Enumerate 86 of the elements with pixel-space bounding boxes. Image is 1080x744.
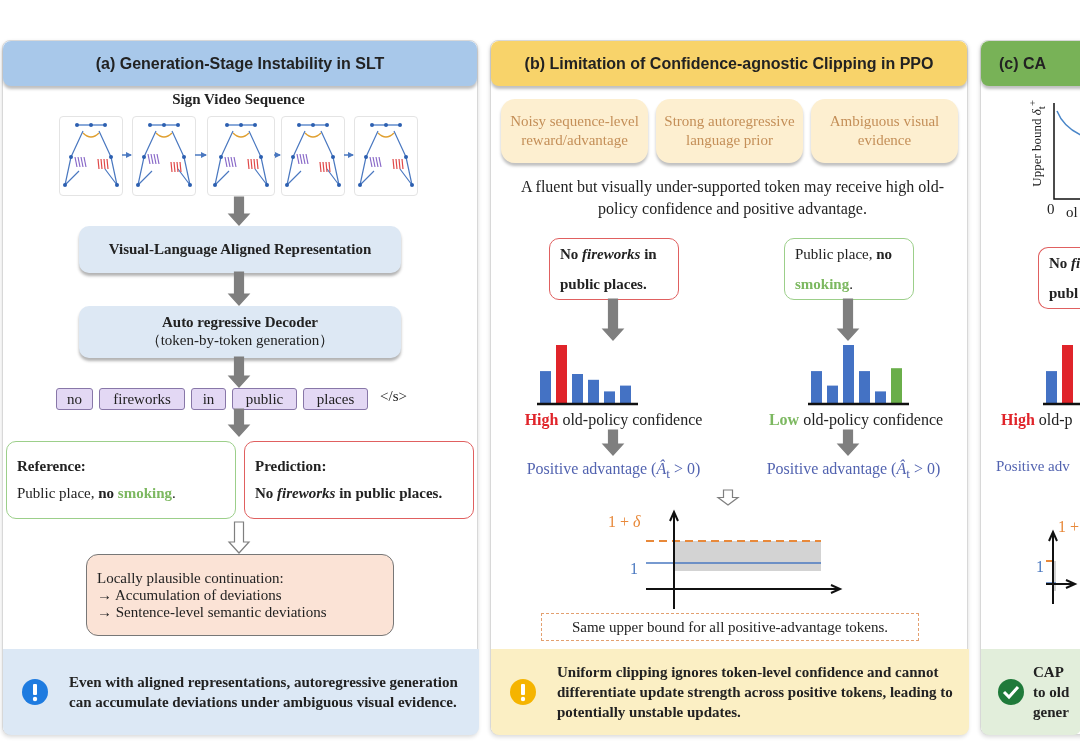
box-text: Public place, no smoking. xyxy=(795,245,894,294)
panel-card xyxy=(2,40,478,735)
advantage-text: Positive advantage (Â$_{t}$ > 0) xyxy=(506,456,721,482)
arrow xyxy=(227,521,251,554)
box-text: No fi publ xyxy=(1049,254,1080,303)
box-text: fireworks xyxy=(113,390,171,408)
callout-box xyxy=(541,613,919,641)
box-text: Strong autoregressive language prior xyxy=(663,111,796,150)
note-panel xyxy=(3,649,479,735)
panel-card xyxy=(980,40,1080,735)
arrow xyxy=(121,152,132,158)
factor-box xyxy=(656,99,803,163)
arrow xyxy=(601,429,625,456)
reference-box xyxy=(6,441,236,519)
arrow xyxy=(273,152,281,158)
box-text: Visual-Language Aligned Representation xyxy=(108,241,372,258)
arrow xyxy=(227,356,251,388)
box-text: → Accumulation of deviations xyxy=(97,586,282,604)
pose-frame-drawing xyxy=(281,116,345,196)
arrow xyxy=(716,489,740,506)
chart-caption: High old-policy confidence xyxy=(523,411,704,429)
axis-value: 1 + δ xyxy=(608,513,641,531)
axis-value: 1 + xyxy=(1058,518,1080,536)
axis-value: 1 xyxy=(630,560,638,578)
token-chip xyxy=(191,388,226,410)
box-heading: Prediction: xyxy=(255,458,327,475)
box-text: No fireworks in public places. xyxy=(255,485,443,502)
note-text: Even with aligned representations, autoregressive generation can accumulate deviations under ambiguous visual evidence. xyxy=(69,672,459,712)
factor-box xyxy=(501,99,648,163)
token-chip xyxy=(232,388,297,410)
panel-header: (b) Limitation of Confidence-agnostic Clipping in PPO xyxy=(491,41,967,86)
box-text: → Sentence-level semantic deviations xyxy=(97,603,327,621)
bound-curve-plot-drawing xyxy=(1051,101,1080,201)
box-heading: Reference: xyxy=(17,458,86,475)
chart-caption: Low old-policy confidence xyxy=(767,411,945,429)
axis-value: 1 xyxy=(1036,558,1044,576)
token-chip xyxy=(303,388,368,410)
section-heading: Sign Video Sequence xyxy=(171,91,306,108)
arrow xyxy=(227,271,251,306)
arrow xyxy=(836,298,860,341)
note-panel xyxy=(491,649,969,735)
axis-value: 0 xyxy=(1047,201,1055,218)
arrow xyxy=(343,152,354,158)
box-text: in xyxy=(202,390,215,408)
box-text: places xyxy=(316,390,355,408)
panel-header: (a) Generation-Stage Instability in SLT xyxy=(3,41,477,86)
token-chip xyxy=(56,388,93,410)
sentence-box xyxy=(784,238,914,300)
process-box xyxy=(79,226,401,273)
pose-frame-drawing xyxy=(207,116,275,196)
box-text: public xyxy=(245,390,284,408)
process-box xyxy=(79,306,401,358)
advantage-text: Positive adv xyxy=(996,458,1070,475)
arrow xyxy=(227,196,251,226)
pose-frame-drawing xyxy=(132,116,196,196)
pose-frame-drawing xyxy=(59,116,123,196)
arrow xyxy=(836,429,860,456)
arrow xyxy=(601,298,625,341)
arrow xyxy=(227,408,251,437)
advantage-text: Positive advantage (Â$_{t}$ > 0) xyxy=(746,456,961,482)
box-text: Ambiguous visual evidence xyxy=(828,111,941,150)
panel-card xyxy=(490,40,968,735)
chart-caption: High old-p xyxy=(1001,411,1074,429)
box-text: （token-by-token generation） xyxy=(145,331,335,350)
note-panel xyxy=(981,649,1080,735)
arrow xyxy=(194,152,207,158)
box-text: Locally plausible continuation: xyxy=(97,569,284,587)
pose-frame-drawing xyxy=(354,116,418,196)
note-text: Uniform clipping ignores token-level confidence and cannot differentiate update strength across positive tokens, leading to potentially unstable updates. xyxy=(557,662,954,723)
factor-box xyxy=(811,99,958,163)
panel-header: (c) CA xyxy=(981,41,1080,86)
box-text: no xyxy=(67,390,82,408)
outcome-box xyxy=(86,554,394,636)
end-token: </s> xyxy=(380,388,407,405)
sentence-box xyxy=(549,238,679,300)
box-text: No fireworks in public places. xyxy=(560,245,658,294)
box-text: Noisy sequence-level reward/advantage xyxy=(509,111,640,150)
sentence-box xyxy=(1038,247,1080,309)
box-text: Public place, no smoking. xyxy=(17,485,176,502)
note-text: CAP to old gener xyxy=(1033,662,1071,723)
token-chip xyxy=(99,388,185,410)
axis-title: ol xyxy=(1066,204,1078,221)
box-heading: Auto regressive Decoder xyxy=(161,314,319,331)
prediction-box xyxy=(244,441,474,519)
box-text: Same upper bound for all positive-advantage tokens. xyxy=(571,618,889,636)
caption-text: A fluent but visually under-supported token may receive high old-policy confidence and positive advantage. xyxy=(519,177,946,220)
